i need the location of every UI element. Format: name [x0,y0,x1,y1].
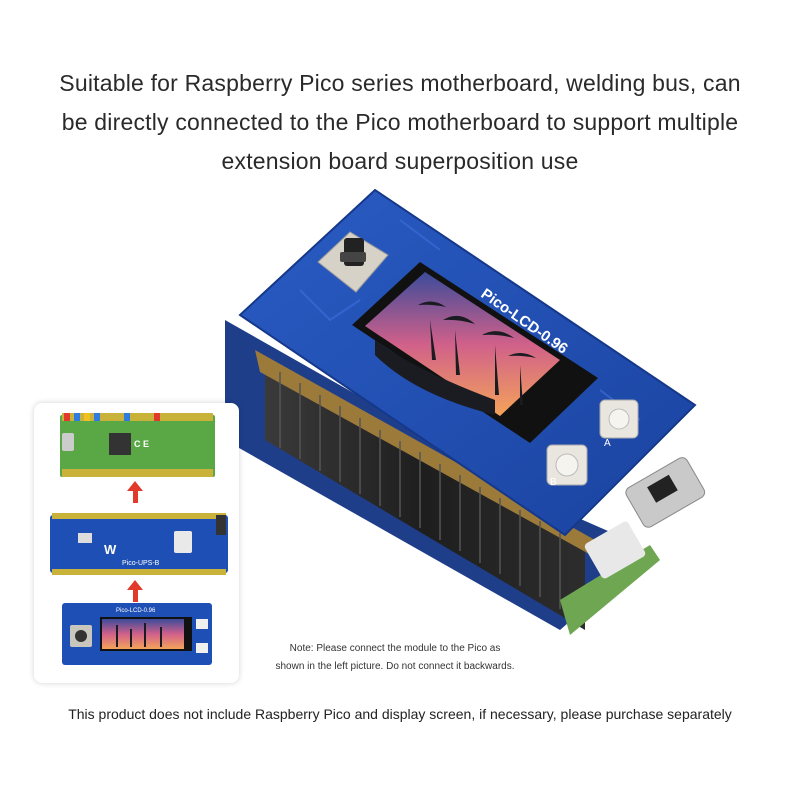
pico-board: C E [60,413,215,477]
lcd-board-small: Pico-LCD-0.96 [62,603,212,665]
lcd-small-label: Pico-LCD-0.96 [116,608,156,614]
button-a: A [599,399,639,449]
ups-brand-mark: W [104,542,117,557]
arrow-up-1 [127,481,143,503]
stacking-diagram: C E W Pico-UPS-B Pico-LCD-0.96 [50,413,228,665]
headline-line-3: extension board superposition use [221,148,579,174]
headline: Suitable for Raspberry Pico series mothe… [20,64,780,181]
ups-board: W Pico-UPS-B [50,513,228,575]
ups-label: Pico-UPS-B [122,560,160,567]
headline-line-2: be directly connected to the Pico mother… [61,109,739,135]
lcd-screen [352,262,598,443]
joystick [317,231,389,293]
note-line-2: shown in the left picture. Do not connec… [275,661,515,672]
stacking-diagram-panel: C E W Pico-UPS-B Pico-LCD-0.96 [34,403,239,683]
arrow-up-2 [127,580,143,602]
stacked-boards [225,320,706,635]
button-b-label: B [550,477,557,488]
lcd-board: Pico-LCD-0.96 A B [238,188,697,537]
note-line-1: Note: Please connect the module to the P… [289,643,501,654]
connection-note: Note: Please connect the module to the P… [250,640,540,676]
button-b: B [546,444,588,488]
pico-pins-top [62,413,213,421]
button-a-label: A [604,438,611,449]
svg-text:C E: C E [134,439,149,449]
headline-line-1: Suitable for Raspberry Pico series mothe… [59,70,741,96]
footnote: This product does not include Raspberry … [68,706,732,722]
